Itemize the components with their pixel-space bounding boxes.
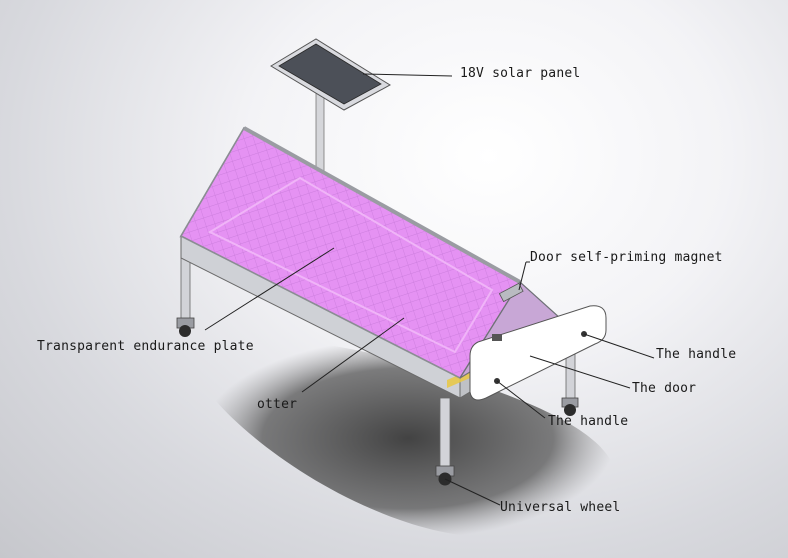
label-handle-upper: The handle: [656, 347, 737, 362]
label-door: The door: [632, 381, 697, 396]
label-solar-panel: 18V solar panel: [460, 66, 581, 81]
tray-rim: [207, 176, 494, 354]
label-handle-lower: The handle: [548, 414, 629, 429]
ground-shadow: [200, 338, 616, 539]
leg-rear-left: [180, 257, 191, 321]
label-universal-wheel: Universal wheel: [500, 500, 621, 515]
leg-front-left: [439, 397, 451, 471]
wheel-rear: [176, 317, 195, 337]
door: [469, 305, 607, 401]
label-otter: otter: [257, 397, 298, 412]
leader-lines: [204, 73, 655, 506]
label-door-magnet: Door self-priming magnet: [530, 250, 723, 265]
solar-panel-cells: [278, 43, 382, 105]
ridge-bar: [243, 126, 521, 284]
label-transparent-plate: Transparent endurance plate: [37, 339, 254, 354]
wheel-front-right: [561, 397, 579, 416]
panel-post: [315, 87, 325, 179]
hinge: [492, 334, 502, 341]
magnet-block: [498, 282, 524, 303]
